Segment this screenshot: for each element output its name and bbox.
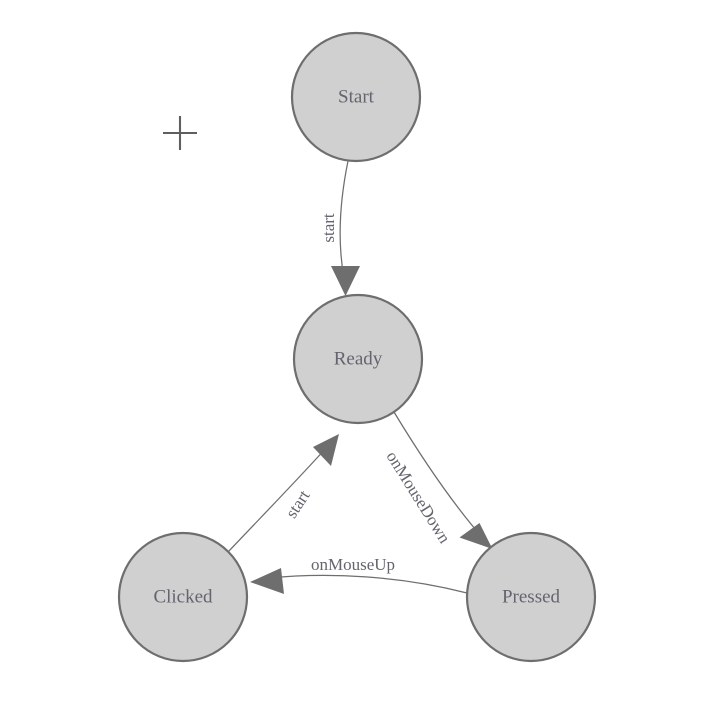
edge-pressed-to-clicked[interactable]: onMouseUp <box>250 555 468 594</box>
edge-start-to-ready-path <box>339 160 349 279</box>
crosshair-icon[interactable] <box>163 116 197 150</box>
edge-label-clicked-to-ready: start <box>282 486 314 521</box>
edge-start-to-ready[interactable]: start <box>319 160 360 296</box>
node-ready-circle[interactable] <box>292 293 424 425</box>
edge-clicked-to-ready-arrowhead <box>313 434 339 466</box>
edge-start-to-ready-arrowhead <box>331 266 360 296</box>
edge-clicked-to-ready[interactable]: start <box>227 434 339 553</box>
node-pressed[interactable]: Pressed <box>465 531 597 663</box>
edge-label-pressed-to-clicked: onMouseUp <box>311 555 395 574</box>
edge-ready-to-pressed-arrowhead <box>459 523 493 549</box>
node-ready[interactable]: Ready <box>292 293 424 425</box>
edge-label-start-to-ready: start <box>319 213 338 243</box>
node-clicked[interactable]: Clicked <box>117 531 249 663</box>
node-pressed-circle[interactable] <box>465 531 597 663</box>
node-start-circle[interactable] <box>290 31 422 163</box>
edge-label-ready-to-pressed: onMouseDown <box>383 448 455 547</box>
edge-pressed-to-clicked-path <box>268 574 468 594</box>
edge-ready-to-pressed-path <box>393 411 482 537</box>
edge-pressed-to-clicked-arrowhead <box>250 568 284 594</box>
edge-ready-to-pressed[interactable]: onMouseDown <box>383 411 493 549</box>
node-start[interactable]: Start <box>290 31 422 163</box>
edge-clicked-to-ready-path <box>227 446 328 553</box>
node-clicked-circle[interactable] <box>117 531 249 663</box>
